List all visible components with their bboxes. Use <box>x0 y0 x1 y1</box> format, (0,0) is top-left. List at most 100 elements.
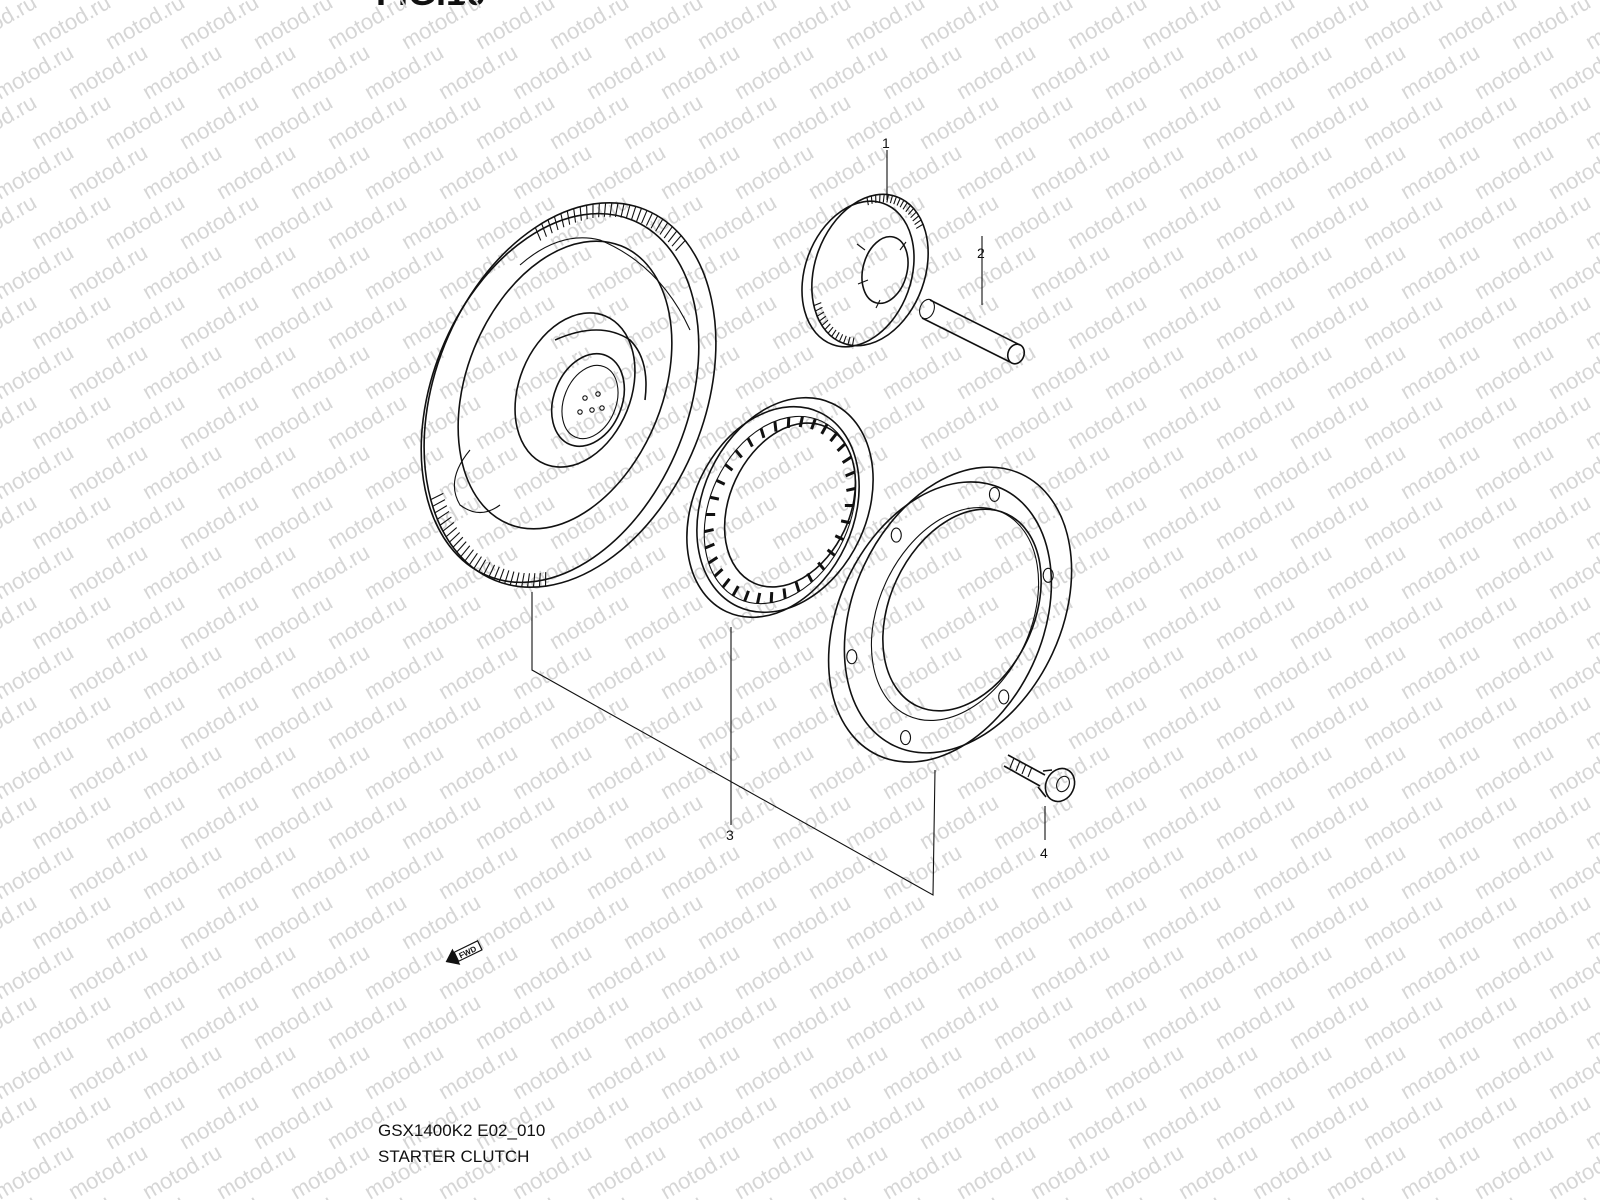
gear-tooth <box>515 572 520 587</box>
gear-tooth <box>553 216 559 231</box>
gear-tooth <box>504 570 510 584</box>
watermark-text: motod.ru <box>693 389 781 454</box>
watermark-text: motod.ru <box>619 589 707 654</box>
watermark-text: motod.ru <box>323 989 411 1054</box>
watermark-text: motod.ru <box>693 789 781 854</box>
watermark-text: motod.ru <box>582 1039 670 1104</box>
idle-gear-tooth <box>816 311 825 317</box>
watermark-text: motod.ru <box>360 839 448 904</box>
gear-tooth <box>671 235 682 247</box>
gear-tooth <box>579 206 582 221</box>
gear-tooth <box>667 230 678 243</box>
watermark-text: motod.ru <box>804 739 892 804</box>
watermark-text: motod.ru <box>286 739 374 804</box>
watermark-text: motod.ru <box>878 639 966 704</box>
watermark-text: motod.ru <box>249 1089 337 1154</box>
watermark-text: motod.ru <box>27 989 115 1054</box>
watermark-text: motod.ru <box>619 1089 707 1154</box>
watermark-text: motod.ru <box>27 489 115 554</box>
watermark-text: motod.ru <box>545 89 633 154</box>
watermark-text: motod.ru <box>1174 539 1262 604</box>
watermark-text: motod.ru <box>767 789 855 854</box>
watermark-text: motod.ru <box>1174 339 1262 404</box>
watermark-text: motod.ru <box>1137 989 1225 1054</box>
watermark-text: motod.ru <box>841 789 929 854</box>
watermark-text: motod.ru <box>619 789 707 854</box>
watermark-text: motod.ru <box>471 989 559 1054</box>
watermark-text: motod.ru <box>878 339 966 404</box>
watermark-text: motod.ru <box>286 939 374 1004</box>
watermark-text: motod.ru <box>1359 489 1447 554</box>
watermark-text: motod.ru <box>730 739 818 804</box>
watermark-text: motod.ru <box>1396 539 1484 604</box>
gear-tooth <box>439 516 452 526</box>
watermark-text: motod.ru <box>101 1089 189 1154</box>
gear-tooth <box>645 212 653 226</box>
watermark-text: motod.ru <box>212 39 300 104</box>
watermark-text: motod.ru <box>1285 789 1373 854</box>
watermark-text: motod.ru <box>323 189 411 254</box>
watermark-text: motod.ru <box>175 689 263 754</box>
gear-tooth <box>603 202 607 217</box>
watermark-text: motod.ru <box>0 1189 41 1200</box>
idle-gear-tooth <box>831 329 837 337</box>
idle-gear-tooth <box>905 205 912 213</box>
gear-tooth <box>498 568 505 583</box>
watermark-text: motod.ru <box>1063 389 1151 454</box>
watermark-text: motod.ru <box>1322 639 1410 704</box>
watermark-text: motod.ru <box>1248 339 1336 404</box>
watermark-text: motod.ru <box>878 39 966 104</box>
gear-tooth <box>488 564 496 578</box>
watermark-text: motod.ru <box>508 239 596 304</box>
gear-tooth <box>445 527 458 538</box>
watermark-text: motod.ru <box>1470 639 1558 704</box>
watermark-text: motod.ru <box>545 889 633 954</box>
watermark-text: motod.ru <box>693 489 781 554</box>
gear-tooth <box>541 223 547 237</box>
leader-lines <box>531 150 1046 896</box>
watermark-text: motod.ru <box>471 589 559 654</box>
watermark-text: motod.ru <box>1174 1139 1262 1200</box>
gear-tooth <box>434 505 448 514</box>
watermark-text: motod.ru <box>212 139 300 204</box>
watermark-text: motod.ru <box>138 1039 226 1104</box>
gear-tooth <box>452 536 464 548</box>
watermark-text: motod.ru <box>508 439 596 504</box>
watermark-text: motod.ru <box>1433 489 1521 554</box>
callout-2: 2 <box>977 245 985 261</box>
watermark-text: motod.ru <box>1211 589 1299 654</box>
idle-gear-tooth <box>824 323 831 330</box>
gear-tooth <box>456 541 467 553</box>
watermark-text: motod.ru <box>952 139 1040 204</box>
gear-tooth <box>449 532 461 543</box>
watermark-text: motod.ru <box>656 139 744 204</box>
watermark-text: motod.ru <box>1396 639 1484 704</box>
watermark-text: motod.ru <box>1507 1089 1595 1154</box>
idle-gear-tooth <box>882 194 885 203</box>
watermark-text: motod.ru <box>138 39 226 104</box>
watermark-text: motod.ru <box>1063 189 1151 254</box>
idle-gear-tooth <box>813 302 822 307</box>
watermark-text: motod.ru <box>397 289 485 354</box>
watermark-text: motod.ru <box>1507 889 1595 954</box>
watermark-text: motod.ru <box>101 89 189 154</box>
watermark-text: motod.ru <box>1396 239 1484 304</box>
watermark-text: motod.ru <box>693 1089 781 1154</box>
watermark-text: motod.ru <box>1470 239 1558 304</box>
watermark-text: motod.ru <box>286 539 374 604</box>
watermark-text: motod.ru <box>27 189 115 254</box>
watermark-text: motod.ru <box>1137 789 1225 854</box>
watermark-text: motod.ru <box>952 1039 1040 1104</box>
watermark-text: motod.ru <box>1174 939 1262 1004</box>
watermark-text: motod.ru <box>1359 989 1447 1054</box>
watermark-text: motod.ru <box>693 289 781 354</box>
watermark-text: motod.ru <box>1285 289 1373 354</box>
watermark-text: motod.ru <box>952 539 1040 604</box>
watermark-text: motod.ru <box>1211 489 1299 554</box>
watermark-text: motod.ru <box>360 139 448 204</box>
watermark-text: motod.ru <box>1137 589 1225 654</box>
watermark-text: motod.ru <box>1248 539 1336 604</box>
clutch-roller <box>721 577 731 589</box>
watermark-text: motod.ru <box>27 689 115 754</box>
watermark-text: motod.ru <box>101 289 189 354</box>
